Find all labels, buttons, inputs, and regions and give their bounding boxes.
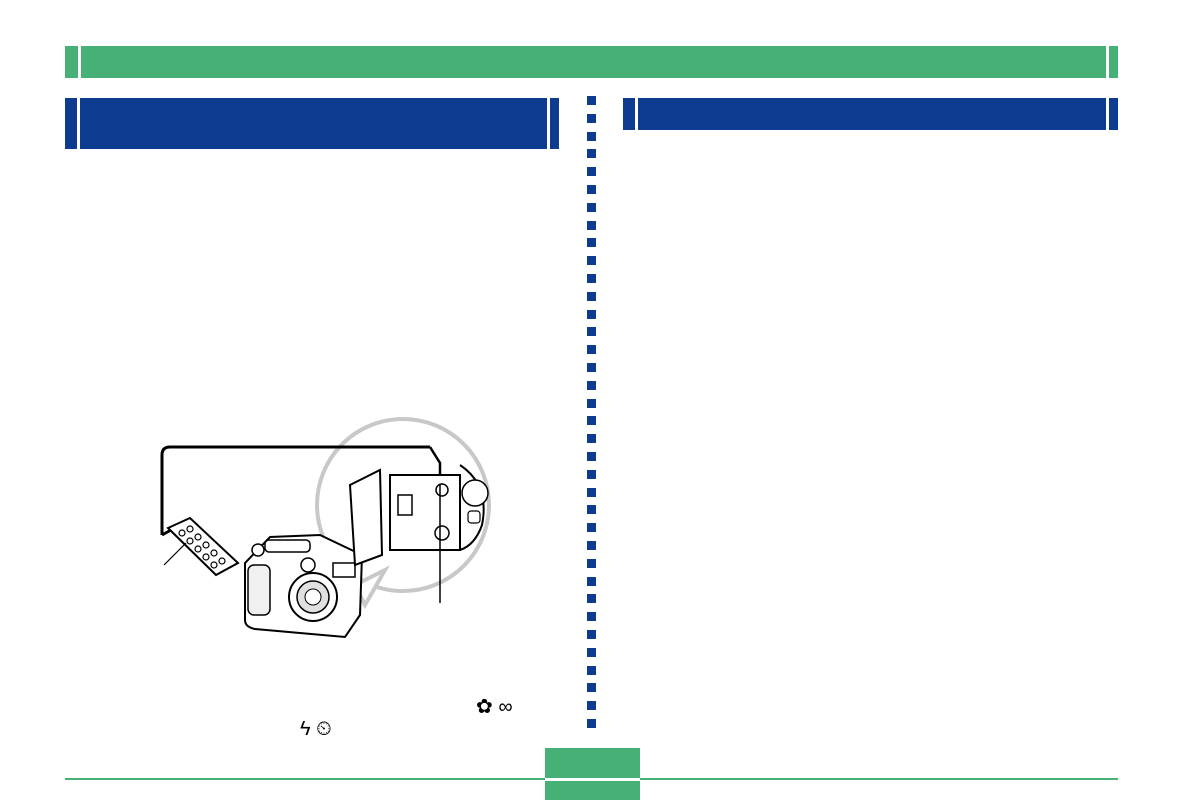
page-tab-gap xyxy=(545,778,640,781)
right-heading-right-cap xyxy=(1106,98,1118,130)
divider-dot xyxy=(587,612,596,622)
column-divider-dots xyxy=(587,96,596,736)
divider-dot xyxy=(587,647,596,657)
divider-dot xyxy=(587,594,596,604)
camera-side-closeup xyxy=(348,464,489,567)
divider-dot xyxy=(587,558,596,568)
remote-cable xyxy=(160,445,430,535)
divider-dot xyxy=(587,149,596,159)
divider-dot xyxy=(587,683,596,693)
left-heading-left-cap xyxy=(65,98,80,149)
divider-dot xyxy=(587,309,596,319)
divider-dot xyxy=(587,487,596,497)
divider-dot xyxy=(587,220,596,230)
divider-dot xyxy=(587,256,596,266)
remote-pointer-line xyxy=(163,542,187,566)
divider-dot xyxy=(587,327,596,337)
divider-dot xyxy=(587,113,596,123)
left-section-heading-bar xyxy=(65,98,559,149)
divider-dot xyxy=(587,274,596,283)
divider-dot xyxy=(587,719,596,728)
flash-selftimer-symbols: ϟ ⏲ xyxy=(300,718,332,740)
camera-body xyxy=(244,533,364,639)
divider-dot xyxy=(587,167,596,177)
camera-remote-illustration xyxy=(160,417,491,639)
divider-dot xyxy=(587,523,596,533)
page-number-tab xyxy=(545,748,640,800)
right-section-heading-bar xyxy=(623,98,1118,130)
left-heading-right-cap xyxy=(547,98,559,149)
divider-dot xyxy=(587,434,596,444)
divider-dot xyxy=(587,131,596,141)
remote-control xyxy=(166,516,240,577)
right-heading-left-cap xyxy=(623,98,638,130)
top-banner-left-cap xyxy=(65,46,81,78)
top-banner-right-cap xyxy=(1106,46,1118,78)
divider-dot xyxy=(587,96,596,105)
divider-dot xyxy=(587,576,596,586)
divider-dot xyxy=(587,630,596,639)
divider-dot xyxy=(587,238,596,248)
divider-dot xyxy=(587,380,596,390)
divider-dot xyxy=(587,345,596,355)
divider-dot xyxy=(587,363,596,372)
divider-dot xyxy=(587,416,596,426)
divider-dot xyxy=(587,452,596,461)
macro-infinity-symbols: ✿ ∞ xyxy=(476,696,513,718)
divider-dot xyxy=(587,398,596,408)
divider-dot xyxy=(587,469,596,479)
divider-dot xyxy=(587,505,596,515)
divider-dot xyxy=(587,185,596,194)
divider-dot xyxy=(587,541,596,550)
divider-dot xyxy=(587,701,596,711)
divider-dot xyxy=(587,291,596,301)
top-banner xyxy=(65,46,1118,78)
divider-dot xyxy=(587,202,596,212)
divider-dot xyxy=(587,665,596,675)
